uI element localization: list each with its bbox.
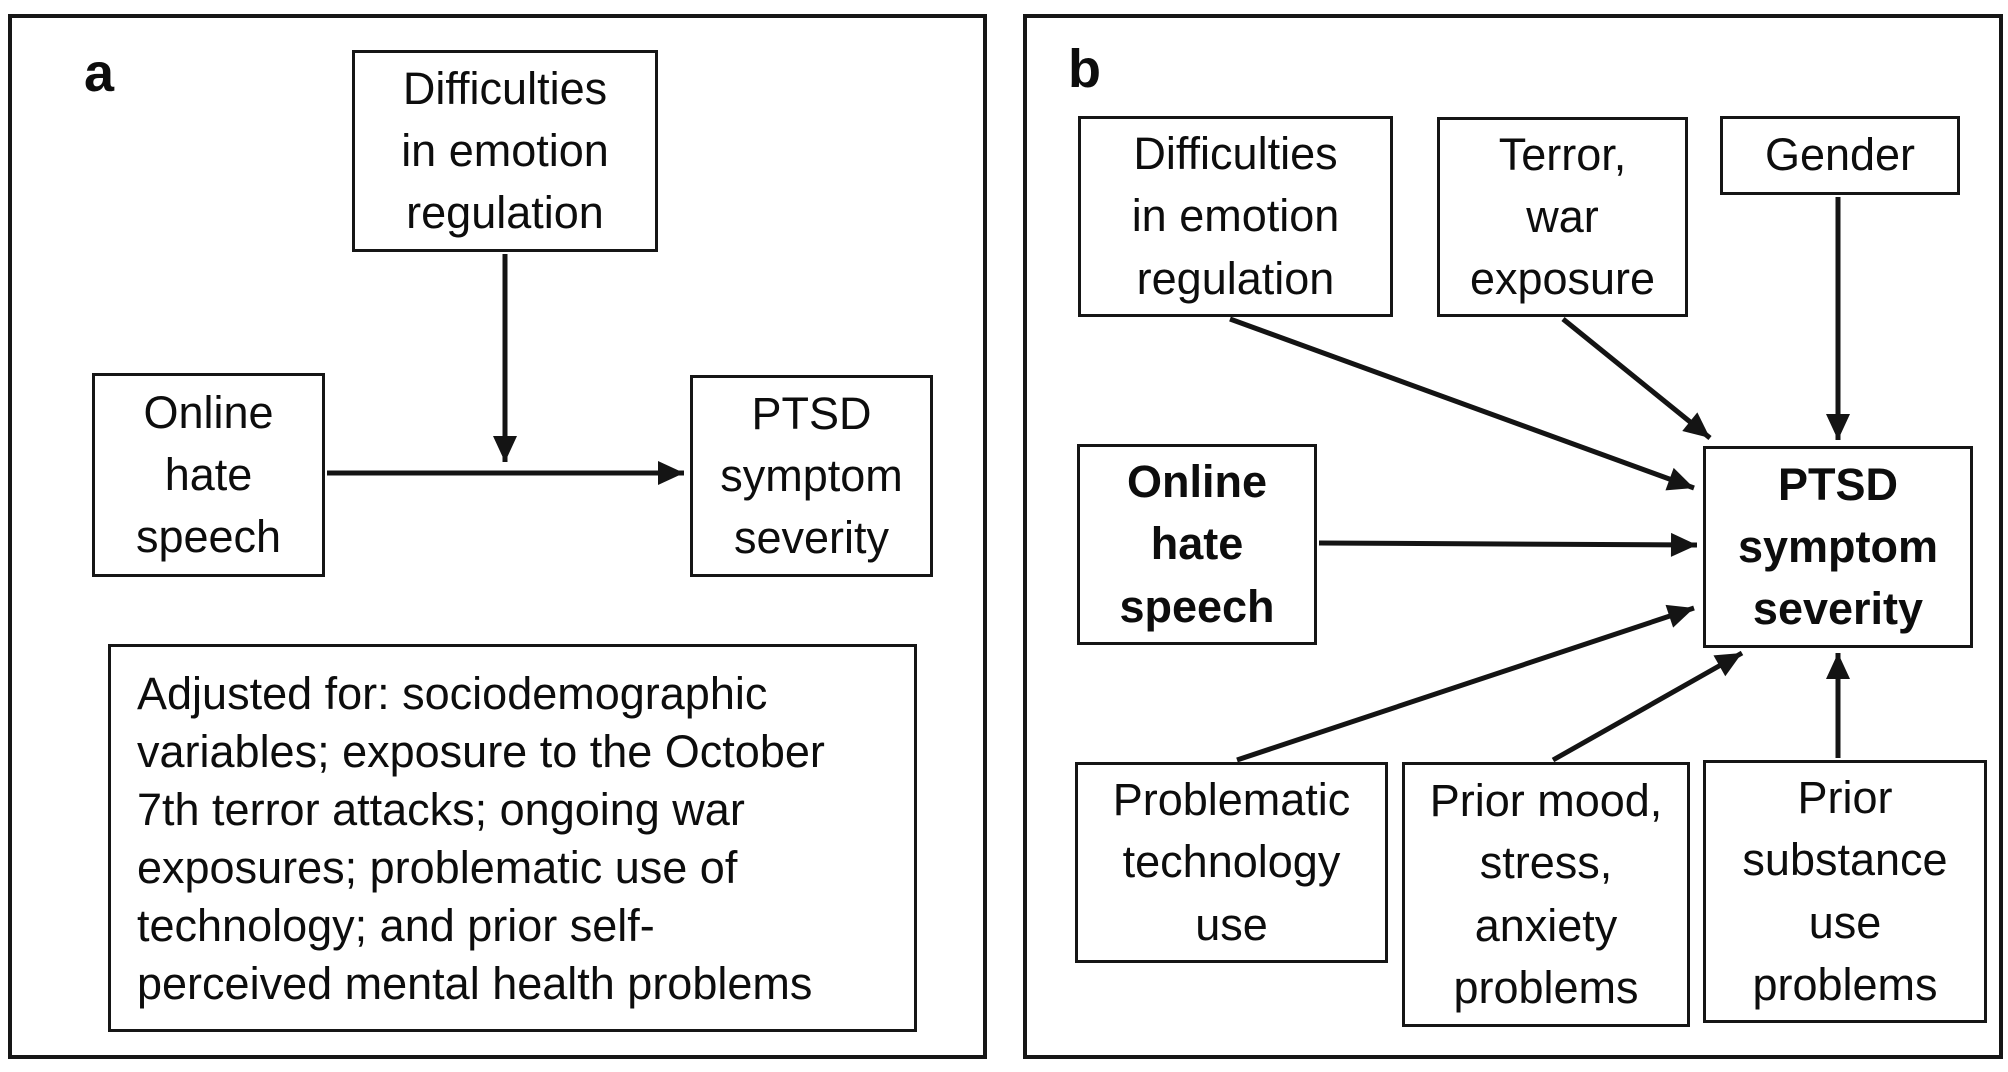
box-b-difficulties-emotion-regulation: Difficulties in emotion regulation: [1078, 116, 1393, 317]
box-a-difficulties-emotion-regulation: Difficulties in emotion regulation: [352, 50, 658, 252]
box-a-online-hate-speech: Online hate speech: [92, 373, 325, 577]
box-b-online-hate-speech: Online hate speech: [1077, 444, 1317, 645]
box-b-prior-mood-stress-anxiety: Prior mood, stress, anxiety problems: [1402, 762, 1690, 1027]
panel-b-label: b: [1068, 39, 1101, 99]
box-b-gender: Gender: [1720, 116, 1960, 195]
box-b-terror-war-exposure: Terror, war exposure: [1437, 117, 1688, 317]
box-b-problematic-technology-use: Problematic technology use: [1075, 762, 1388, 963]
box-a-adjusted-for-note: Adjusted for: sociodemographic variables…: [108, 644, 917, 1032]
panel-a-label: a: [84, 43, 115, 103]
box-a-ptsd-symptom-severity: PTSD symptom severity: [690, 375, 933, 577]
box-b-ptsd-symptom-severity: PTSD symptom severity: [1703, 446, 1973, 648]
box-b-prior-substance-use: Prior substance use problems: [1703, 760, 1987, 1023]
